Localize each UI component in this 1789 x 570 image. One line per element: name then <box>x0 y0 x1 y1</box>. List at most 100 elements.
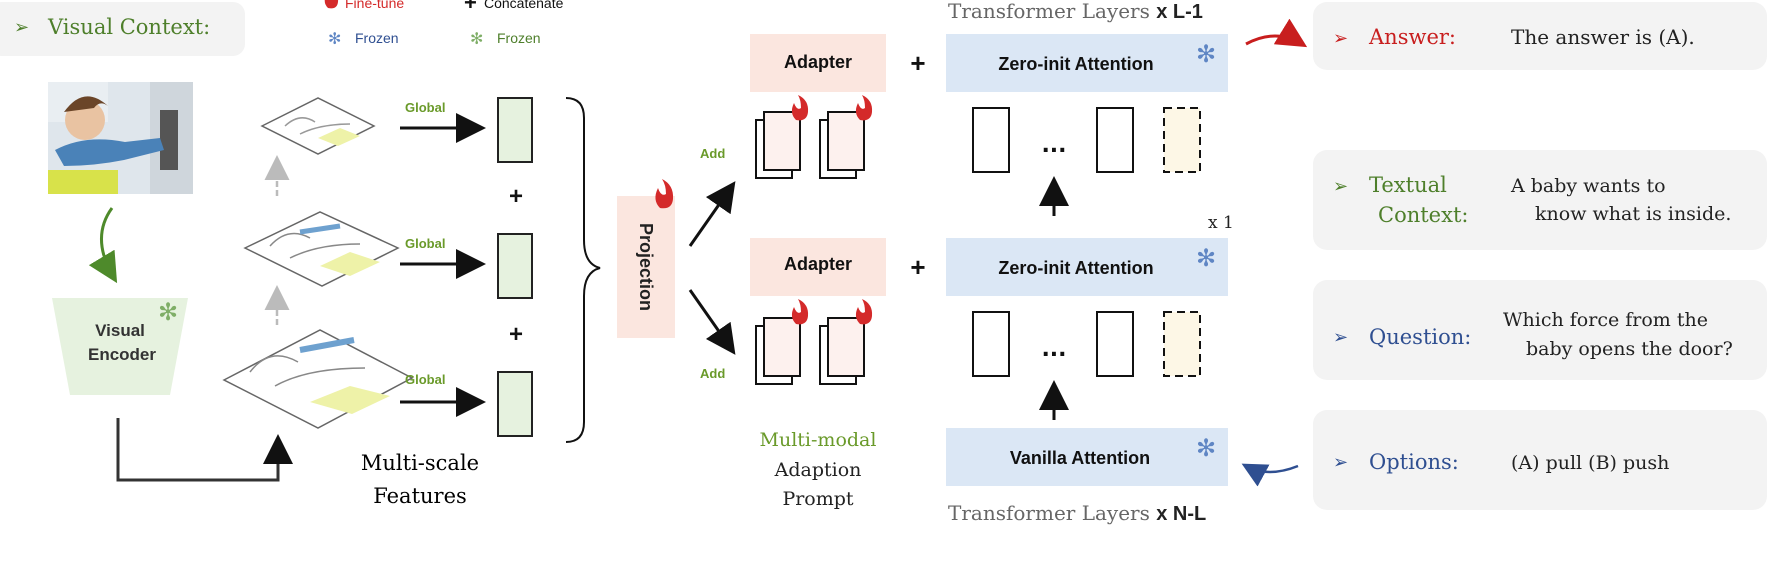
legend-frozen-blue-label: Frozen <box>355 30 399 46</box>
multimodal-caption-line1: Multi-modal <box>760 429 877 451</box>
output-token <box>1163 107 1201 173</box>
textual-context-panel <box>1313 150 1767 250</box>
vanilla-attention-label: Vanilla Attention <box>1010 448 1150 468</box>
snowflake-icon: ✻ <box>1196 434 1216 462</box>
flame-icon <box>855 299 873 325</box>
prompt-tokens-top <box>755 111 865 179</box>
snowflake-icon: ✻ <box>1196 244 1216 272</box>
multiscale-caption-line2: Features <box>373 484 467 508</box>
brace <box>565 97 601 443</box>
flame-icon <box>791 299 809 325</box>
textual-context-text-line2: know what is inside. <box>1535 203 1731 225</box>
question-text-line2: baby opens the door? <box>1526 338 1733 360</box>
zero-init-attention-top-label: Zero-init Attention <box>998 54 1153 74</box>
scale-image-medium <box>243 211 400 287</box>
legend-frozen-green-label: Frozen <box>497 30 541 46</box>
plus-icon: + <box>910 48 925 78</box>
scale-image-small <box>260 97 376 155</box>
text-token <box>1096 311 1134 377</box>
visual-context-label: Visual Context: <box>47 15 210 39</box>
plus-icon: + <box>509 183 523 210</box>
feature-token <box>497 371 533 437</box>
global-label: Global <box>405 372 445 387</box>
snowflake-icon: ✻ <box>328 29 341 48</box>
triangle-bullet-icon: ➢ <box>1333 327 1348 348</box>
scale-image-large <box>222 329 414 429</box>
legend-finetune-label: Fine-tune <box>345 0 404 11</box>
output-token <box>1163 311 1201 377</box>
ellipsis: ... <box>1041 337 1066 362</box>
global-label: Global <box>405 100 445 115</box>
visual-encoder-box <box>52 298 188 395</box>
text-token <box>1096 107 1134 173</box>
encode-arrow <box>88 207 118 284</box>
vanilla-attention-box <box>946 428 1228 486</box>
projection-box <box>617 196 675 338</box>
triangle-bullet-icon: ➢ <box>14 17 29 38</box>
flame-icon <box>855 95 873 121</box>
layer-count-label: x 1 <box>1208 213 1234 233</box>
options-text: (A) pull (B) push <box>1511 452 1669 474</box>
zero-init-attention-bottom <box>946 238 1228 296</box>
textual-context-label-line2: Context: <box>1378 203 1468 227</box>
encoder-to-features-arrow <box>116 418 293 482</box>
triangle-bullet-icon: ➢ <box>1333 28 1348 49</box>
zero-init-attention-bottom-label: Zero-init Attention <box>998 258 1153 278</box>
plus-icon: + <box>509 321 523 348</box>
transformer-bottom-count: x N-L <box>1156 503 1206 525</box>
global-label: Global <box>405 236 445 251</box>
snowflake-icon: ✻ <box>470 29 483 48</box>
answer-label: Answer: <box>1368 25 1456 49</box>
text-token <box>972 311 1010 377</box>
answer-arrow <box>1245 18 1308 48</box>
options-panel <box>1313 410 1767 510</box>
multimodal-caption-line3: Prompt <box>782 488 853 510</box>
feature-token <box>497 97 533 163</box>
visual-encoder-label-line2: Encoder <box>88 345 156 364</box>
projection-label: Projection <box>636 223 656 311</box>
adapter-box-bottom <box>750 238 886 296</box>
transformer-bottom-prefix: Transformer Layers <box>948 501 1156 525</box>
legend-concatenate-label: Concatenate <box>484 0 564 11</box>
adapter-box-top <box>750 34 886 92</box>
input-arrow <box>1241 463 1299 487</box>
question-panel <box>1313 280 1767 380</box>
add-label: Add <box>700 366 725 381</box>
ellipsis: ... <box>1041 133 1066 158</box>
transformer-top-count: x L-1 <box>1156 1 1203 23</box>
add-label: Add <box>700 146 725 161</box>
textual-context-text-line1: A baby wants to <box>1510 175 1666 197</box>
transformer-bottom-label: Transformer Layers x N-L <box>948 501 1206 525</box>
textual-context-label-line1: Textual <box>1369 173 1447 197</box>
adapter-label-top: Adapter <box>784 52 852 72</box>
text-token <box>972 107 1010 173</box>
visual-encoder-label-line1: Visual <box>95 321 145 340</box>
plus-icon: + <box>910 252 925 282</box>
visual-context-panel <box>0 2 245 56</box>
plus-icon: + <box>464 0 477 15</box>
flame-icon <box>324 0 339 9</box>
snowflake-icon: ✻ <box>158 298 178 326</box>
question-text-line1: Which force from the <box>1503 309 1708 331</box>
options-label: Options: <box>1369 450 1459 474</box>
transformer-top-label: Transformer Layers x L-1 <box>948 0 1203 23</box>
answer-panel <box>1313 2 1767 70</box>
flame-icon <box>655 179 674 209</box>
transformer-top-prefix: Transformer Layers <box>948 0 1156 23</box>
prompt-tokens-bottom <box>755 317 865 385</box>
flame-icon <box>791 95 809 121</box>
question-label: Question: <box>1369 325 1471 349</box>
triangle-bullet-icon: ➢ <box>1333 452 1348 473</box>
snowflake-icon: ✻ <box>1196 40 1216 68</box>
projection-arrow-down <box>688 289 736 355</box>
answer-text: The answer is (A). <box>1511 25 1695 49</box>
legend: Fine-tune + Concatenate ✻ Frozen ✻ Froze… <box>324 0 564 48</box>
input-photo <box>48 82 193 194</box>
feature-token <box>497 233 533 299</box>
multiscale-caption-line1: Multi-scale <box>361 451 479 475</box>
projection-arrow-up <box>688 181 736 247</box>
zero-init-attention-top <box>946 34 1228 92</box>
adapter-label-bottom: Adapter <box>784 254 852 274</box>
multimodal-caption-line2: Adaption <box>774 459 862 481</box>
